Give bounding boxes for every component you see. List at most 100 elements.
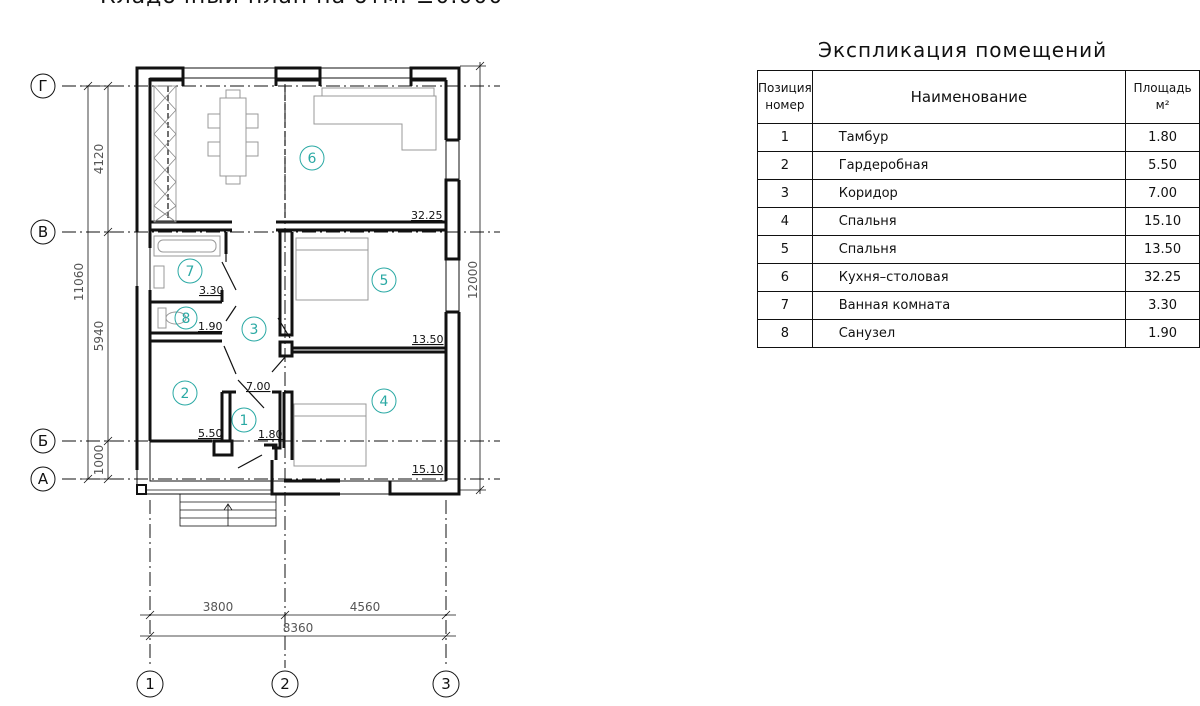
room-tags <box>172 145 397 433</box>
cell-pos: 5 <box>757 235 813 264</box>
axis-col-markers <box>136 670 460 698</box>
room-area-4: 15.10 <box>412 463 444 476</box>
doors-partitions <box>167 86 291 469</box>
cell-area: 32.25 <box>1125 263 1200 292</box>
page-title: Кладочный план на отм. ±0.000 <box>100 0 503 9</box>
cell-area: 15.10 <box>1125 207 1200 236</box>
cell-pos: 7 <box>757 291 813 320</box>
dim-right: 12000 <box>466 261 480 299</box>
dim-left-1: 4120 <box>92 144 106 175</box>
axis-label-v: В <box>38 223 48 241</box>
axis-lines <box>62 84 500 668</box>
room-tag-2 <box>172 380 198 406</box>
room-tag-6 <box>299 145 325 171</box>
axis-marker-b <box>30 428 56 454</box>
dim-bottom-2: 4560 <box>350 600 381 614</box>
dining-table <box>219 97 247 177</box>
cell-area: 5.50 <box>1125 151 1200 180</box>
walls <box>135 66 461 496</box>
cell-name: Коридор <box>811 179 1127 208</box>
room-tag-1 <box>231 407 257 433</box>
cell-pos: 8 <box>757 319 813 348</box>
explication-title: Экспликация помещений <box>818 38 1108 62</box>
cell-area: 7.00 <box>1125 179 1200 208</box>
dim-left-outer: 11060 <box>72 263 86 301</box>
axis-marker-a <box>30 466 56 492</box>
dimension-line-right <box>460 61 486 495</box>
room-number-3: 3 <box>250 322 259 338</box>
explication-header-row: Позиция номер Наименование Площадь м² <box>757 70 1200 124</box>
cell-area: 3.30 <box>1125 291 1200 320</box>
porch <box>136 484 272 495</box>
entrance-stairs <box>179 493 277 527</box>
cell-area: 1.80 <box>1125 123 1200 152</box>
cell-name: Гардеробная <box>811 151 1127 180</box>
room-tag-5 <box>371 267 397 293</box>
room-number-5: 5 <box>380 273 389 289</box>
wall-outlines <box>136 67 460 495</box>
header-position: Позиция номер <box>757 70 813 124</box>
axis-label-3: 3 <box>441 675 451 693</box>
room-tag-8 <box>174 306 198 330</box>
room-number-8: 8 <box>182 311 191 327</box>
sofa <box>313 95 437 151</box>
bed-room-4 <box>293 403 367 467</box>
room-area-5: 13.50 <box>412 333 444 346</box>
cell-pos: 3 <box>757 179 813 208</box>
bed-room-5 <box>295 237 369 301</box>
axis-label-g: Г <box>38 77 47 95</box>
room-tag-7 <box>177 258 203 284</box>
cell-pos: 6 <box>757 263 813 292</box>
dim-left-3: 1000 <box>92 445 106 476</box>
dim-bottom-outer: 8360 <box>283 621 314 635</box>
axis-marker-v <box>30 219 56 245</box>
floor-plan: Г В Б А 1 2 3 11060 4120 5940 1000 12000… <box>30 61 500 698</box>
axis-row-markers <box>30 73 56 492</box>
room-tag-3 <box>241 316 267 342</box>
room-area-2: 5.50 <box>198 427 223 440</box>
cell-pos: 2 <box>757 151 813 180</box>
header-name: Наименование <box>811 70 1127 124</box>
room-area-8: 1.90 <box>198 320 223 333</box>
axis-marker-g <box>30 73 56 99</box>
room-area-1: 1.80 <box>258 428 283 441</box>
cell-name: Тамбур <box>811 123 1127 152</box>
axis-label-a: А <box>38 470 49 488</box>
axis-marker-1 <box>136 670 164 698</box>
room-number-4: 4 <box>380 394 389 410</box>
cell-name: Ванная комната <box>811 291 1127 320</box>
axis-label-2: 2 <box>280 675 290 693</box>
cell-name: Кухня–столовая <box>811 263 1127 292</box>
room-number-1: 1 <box>240 413 249 429</box>
axis-label-1: 1 <box>145 675 155 693</box>
room-area-3: 7.00 <box>246 380 271 393</box>
cell-pos: 1 <box>757 123 813 152</box>
cell-area: 1.90 <box>1125 319 1200 348</box>
cell-name: Спальня <box>811 207 1127 236</box>
room-area-7: 3.30 <box>199 284 224 297</box>
axis-marker-3 <box>432 670 460 698</box>
kitchen-counter <box>153 85 177 223</box>
room-number-2: 2 <box>181 386 190 402</box>
dimension-lines-bottom <box>140 610 456 641</box>
room-area-6: 32.25 <box>411 209 443 222</box>
room-tag-4 <box>371 388 397 414</box>
cell-name: Санузел <box>811 319 1127 348</box>
dim-bottom-1: 3800 <box>203 600 234 614</box>
room-number-6: 6 <box>308 151 317 167</box>
room-number-7: 7 <box>186 264 195 280</box>
dim-left-2: 5940 <box>92 321 106 352</box>
header-area: Площадь м² <box>1125 70 1200 124</box>
cell-pos: 4 <box>757 207 813 236</box>
cell-name: Спальня <box>811 235 1127 264</box>
furniture <box>153 87 437 467</box>
axis-label-b: Б <box>38 432 48 450</box>
dimension-lines-left <box>82 81 114 484</box>
